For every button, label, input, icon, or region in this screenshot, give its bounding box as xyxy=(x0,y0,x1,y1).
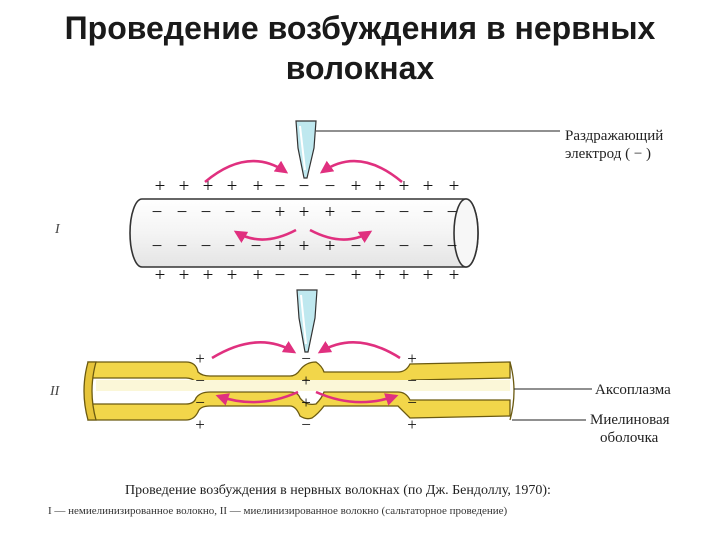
inner-charge-row-bottom: −−−−−+++−−−−− xyxy=(152,236,458,257)
outer-bottom-sign: − xyxy=(299,265,310,286)
current-arrow-top-right xyxy=(319,159,403,183)
fig1-numeral: I xyxy=(54,222,61,237)
inner-top-sign: + xyxy=(325,202,336,223)
inner-top-sign: − xyxy=(423,202,434,223)
outer-bottom-sign: + xyxy=(449,265,460,286)
node-inner-top-sign: − xyxy=(195,371,205,390)
node-outer-bottom-sign: + xyxy=(407,415,417,434)
inner-top-sign: − xyxy=(375,202,386,223)
outer-top-sign: + xyxy=(203,176,214,197)
stimulating-electrode-top xyxy=(295,120,317,179)
inner-bottom-sign: + xyxy=(325,236,336,257)
node-inner-top-sign: + xyxy=(301,371,311,390)
outer-top-sign: + xyxy=(351,176,362,197)
outer-bottom-sign: + xyxy=(227,265,238,286)
outer-top-sign: + xyxy=(375,176,386,197)
saltatory-arrow-inner-right xyxy=(315,390,399,406)
node-outer-top-sign: + xyxy=(407,349,417,368)
outer-bottom-sign: + xyxy=(423,265,434,286)
figure-caption-legend: I — немиелинизированное волокно, II — ми… xyxy=(48,505,508,517)
outer-top-sign: − xyxy=(299,176,310,197)
outer-bottom-sign: + xyxy=(253,265,264,286)
node-inner-bottom-sign: + xyxy=(301,393,311,412)
node-outer-top-sign: − xyxy=(301,349,311,368)
inner-bottom-sign: − xyxy=(177,236,188,257)
outer-top-sign: + xyxy=(423,176,434,197)
node-outer-bottom-sign: + xyxy=(195,415,205,434)
inner-top-sign: − xyxy=(152,202,163,223)
inner-bottom-sign: − xyxy=(399,236,410,257)
inner-charge-row-top: −−−−−+++−−−−− xyxy=(152,202,458,223)
inner-bottom-sign: − xyxy=(375,236,386,257)
electrode-label-2: электрод ( − ) xyxy=(565,146,651,162)
outer-bottom-sign: + xyxy=(155,265,166,286)
axon-cylinder xyxy=(129,198,479,268)
node-outer-bottom-sign: − xyxy=(301,415,311,434)
inner-top-sign: − xyxy=(177,202,188,223)
outer-bottom-sign: − xyxy=(275,265,286,286)
inner-bottom-sign: + xyxy=(299,236,310,257)
inner-top-sign: − xyxy=(201,202,212,223)
outer-charge-row-bottom: +++++−−−+++++ xyxy=(155,265,460,286)
inner-top-sign: − xyxy=(447,202,458,223)
inner-bottom-sign: − xyxy=(351,236,362,257)
outer-bottom-sign: + xyxy=(179,265,190,286)
inner-bottom-sign: − xyxy=(423,236,434,257)
slide-title: Проведение возбуждения в нервных волокна… xyxy=(0,8,720,88)
myelin-label-2: оболочка xyxy=(600,430,659,446)
unmyelinated-fiber-diagram: I Раздражающий электрод ( − ) +++++−−−++… xyxy=(54,120,663,286)
inner-bottom-sign: − xyxy=(152,236,163,257)
inner-bottom-sign: − xyxy=(225,236,236,257)
inner-top-sign: − xyxy=(351,202,362,223)
inner-top-sign: − xyxy=(251,202,262,223)
current-arrow-inner-left xyxy=(233,228,297,243)
axoplasm-core xyxy=(96,380,510,391)
outer-top-sign: + xyxy=(399,176,410,197)
node-of-ranvier-charges: + − + − + − − + − + − + xyxy=(195,349,417,434)
node-inner-top-sign: − xyxy=(407,371,417,390)
outer-bottom-sign: + xyxy=(203,265,214,286)
myelin-label-1: Миелиновая xyxy=(590,412,670,428)
stimulating-electrode-bottom xyxy=(296,289,318,353)
electrode-label-1: Раздражающий xyxy=(565,128,663,144)
inner-top-sign: + xyxy=(275,202,286,223)
local-current-arrows-1 xyxy=(204,159,403,243)
title-line-2: волокнах xyxy=(285,50,435,86)
myelinated-fiber-diagram: II + − + − + − − + − + − + Аксоплазма xyxy=(49,289,671,446)
inner-bottom-sign: + xyxy=(275,236,286,257)
saltatory-arrow-top-right xyxy=(317,341,401,360)
outer-top-sign: − xyxy=(275,176,286,197)
inner-top-sign: − xyxy=(225,202,236,223)
outer-bottom-sign: + xyxy=(351,265,362,286)
outer-top-sign: + xyxy=(227,176,238,197)
title-line-1: Проведение возбуждения в нервных xyxy=(64,10,656,46)
outer-top-sign: + xyxy=(449,176,460,197)
outer-top-sign: + xyxy=(253,176,264,197)
node-inner-bottom-sign: − xyxy=(407,393,417,412)
outer-bottom-sign: + xyxy=(375,265,386,286)
saltatory-current-arrows xyxy=(211,341,401,406)
outer-charge-row-top: +++++−−−+++++ xyxy=(155,176,460,197)
inner-bottom-sign: − xyxy=(251,236,262,257)
inner-top-sign: − xyxy=(399,202,410,223)
axoplasm-label: Аксоплазма xyxy=(595,382,671,398)
inner-bottom-sign: − xyxy=(201,236,212,257)
outer-bottom-sign: + xyxy=(399,265,410,286)
figure-caption: Проведение возбуждения в нервных волокна… xyxy=(125,483,551,498)
current-arrow-inner-right xyxy=(309,228,373,243)
current-arrow-top-left xyxy=(204,159,289,183)
outer-top-sign: + xyxy=(155,176,166,197)
outer-top-sign: − xyxy=(325,176,336,197)
saltatory-arrow-inner-left xyxy=(215,390,299,406)
node-outer-top-sign: + xyxy=(195,349,205,368)
node-inner-bottom-sign: − xyxy=(195,393,205,412)
saltatory-arrow-top-left xyxy=(211,341,297,360)
fig2-numeral: II xyxy=(49,384,61,399)
inner-top-sign: + xyxy=(299,202,310,223)
outer-top-sign: + xyxy=(179,176,190,197)
outer-bottom-sign: − xyxy=(325,265,336,286)
inner-bottom-sign: − xyxy=(447,236,458,257)
fiber-cut-end xyxy=(509,361,515,421)
